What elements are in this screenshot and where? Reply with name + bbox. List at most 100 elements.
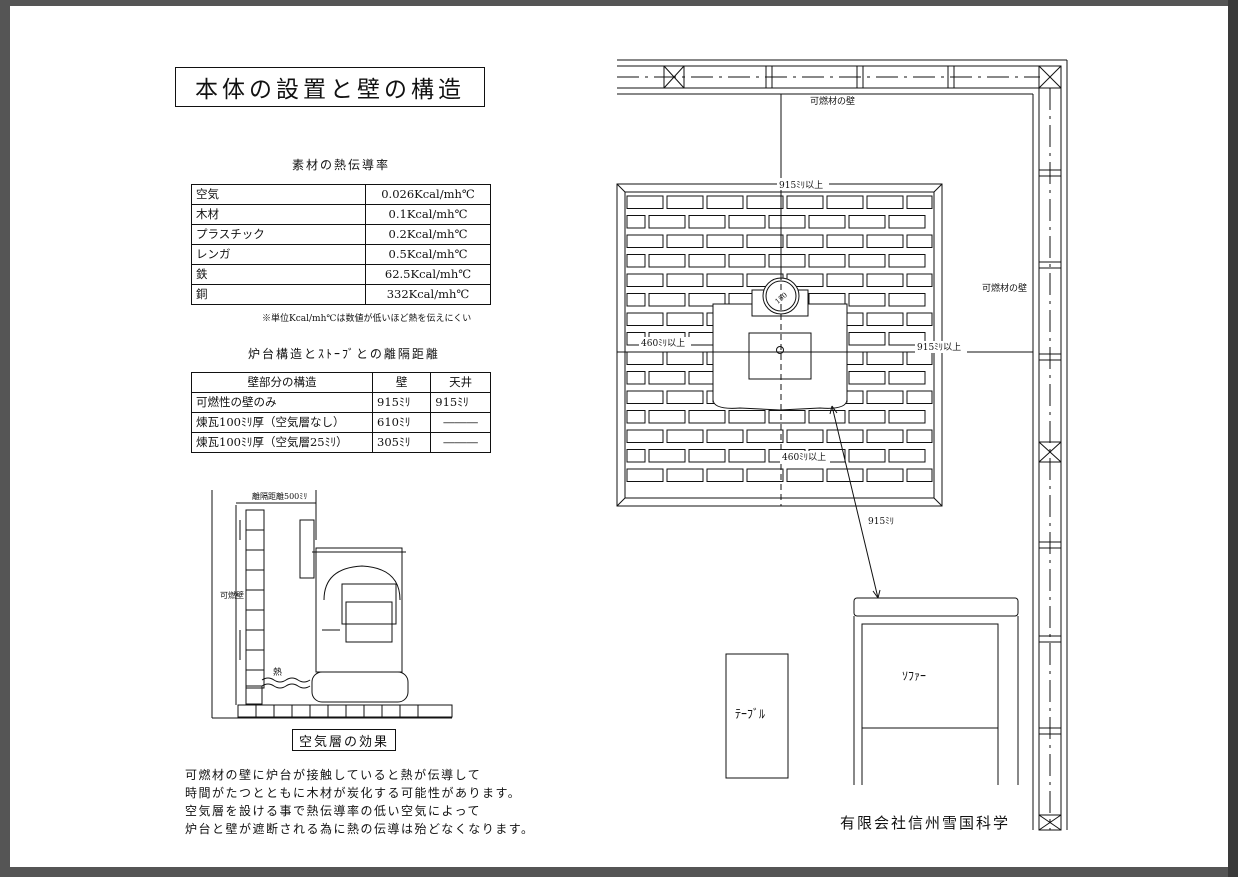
structure-cell: 煉瓦100ﾐﾘ厚（空気層25ﾐﾘ） <box>191 432 373 453</box>
brick <box>888 371 926 385</box>
brick <box>746 468 784 482</box>
brick <box>906 390 933 404</box>
brick <box>688 293 726 307</box>
brick <box>848 410 886 424</box>
brick <box>688 410 726 424</box>
brick <box>626 215 646 229</box>
brick <box>786 195 824 209</box>
paragraph-line: 可燃材の壁に炉台が接触していると熱が伝導して <box>185 768 482 782</box>
brick <box>848 449 886 463</box>
brick <box>626 195 664 209</box>
brick <box>728 254 766 268</box>
brick <box>826 195 864 209</box>
brick <box>826 273 864 287</box>
side-elevation-diagram <box>211 490 453 719</box>
dim-sofa-label: 915ﾐﾘ <box>868 517 894 527</box>
brick <box>888 215 926 229</box>
brick <box>688 449 726 463</box>
paragraph-line: 時間がたつとともに木材が炭化する可能性があります。 <box>185 786 522 800</box>
brick <box>888 410 926 424</box>
brick <box>888 254 926 268</box>
brick <box>648 410 686 424</box>
wall-cell: 610ﾐﾘ <box>371 412 432 433</box>
brick <box>906 195 933 209</box>
brick <box>786 429 824 443</box>
dim-right-label: 915ﾐﾘ以上 <box>917 342 961 353</box>
brick <box>706 429 744 443</box>
coffee-table <box>725 653 789 779</box>
brick <box>808 410 846 424</box>
value-cell: 0.2Kcal/mh℃ <box>365 224 491 245</box>
brick <box>688 254 726 268</box>
table-row: 煉瓦100ﾐﾘ厚（空気層25ﾐﾘ） 305ﾐﾘ ――― <box>191 432 491 453</box>
dim-left-label: 460ﾐﾘ以上 <box>641 338 685 349</box>
value-cell: 332Kcal/mh℃ <box>365 284 491 305</box>
brick <box>848 215 886 229</box>
brick <box>728 410 766 424</box>
brick <box>866 429 904 443</box>
sofa-seat <box>861 623 999 729</box>
structure-cell: 可燃性の壁のみ <box>191 392 373 413</box>
company-name: 有限会社信州雪国科学 <box>840 814 1011 832</box>
table-row: 可燃性の壁のみ 915ﾐﾘ 915ﾐﾘ <box>191 392 491 413</box>
brick <box>706 195 744 209</box>
explanation-paragraph: 可燃材の壁に炉台が接触していると熱が伝導して 時間がたつとともに木材が炭化する可… <box>185 766 535 838</box>
right-wall-label: 可燃材の壁 <box>982 282 1027 294</box>
brick <box>848 371 886 385</box>
brick <box>626 293 646 307</box>
table-row: 煉瓦100ﾐﾘ厚（空気層なし） 610ﾐﾘ ――― <box>191 412 491 433</box>
brick <box>906 429 933 443</box>
heat-label: 熱 <box>273 666 282 678</box>
brick <box>746 195 784 209</box>
brick <box>626 468 664 482</box>
brick <box>706 468 744 482</box>
brick <box>666 429 704 443</box>
brick <box>688 215 726 229</box>
brick <box>666 312 704 326</box>
conductivity-caption: 素材の熱伝導率 <box>292 158 391 172</box>
dim-bottom-label: 460ﾐﾘ以上 <box>782 452 826 463</box>
brick <box>768 215 806 229</box>
conductivity-note: ※単位Kcal/mh℃は数値が低いほど熱を伝えにくい <box>262 314 472 324</box>
brick <box>648 293 686 307</box>
brick <box>888 332 926 346</box>
brick <box>786 234 824 248</box>
brick <box>666 234 704 248</box>
brick <box>906 351 933 365</box>
floor-plan <box>616 59 1068 831</box>
page-edge <box>1228 0 1238 877</box>
brick <box>866 195 904 209</box>
brick <box>906 234 933 248</box>
brick <box>626 273 664 287</box>
distance-label: 離隔距離500ﾐﾘ <box>252 491 307 501</box>
wall-cell: 305ﾐﾘ <box>371 432 432 453</box>
brick <box>746 234 784 248</box>
brick <box>866 312 904 326</box>
page-title: 本体の設置と壁の構造 <box>175 67 485 107</box>
dim-top-label: 915ﾐﾘ以上 <box>779 180 823 191</box>
brick <box>626 254 646 268</box>
brick <box>906 273 933 287</box>
brick <box>768 410 806 424</box>
brick <box>786 468 824 482</box>
brick <box>626 390 664 404</box>
ceiling-cell: ――― <box>430 412 491 433</box>
brick <box>648 449 686 463</box>
brick <box>666 390 704 404</box>
brick <box>826 468 864 482</box>
dim-line-sofa <box>831 405 879 599</box>
table-label: ﾃｰﾌﾞﾙ <box>735 707 765 721</box>
clearance-table: 壁部分の構造 壁 天井 可燃性の壁のみ 915ﾐﾘ 915ﾐﾘ 煉瓦100ﾐﾘ厚… <box>191 372 491 453</box>
brick <box>666 273 704 287</box>
brick <box>666 195 704 209</box>
air-layer-caption: 空気層の効果 <box>292 729 396 751</box>
clearance-caption: 炉台構造とｽﾄｰﾌﾞとの離隔距離 <box>248 347 440 361</box>
brick <box>888 293 926 307</box>
brick <box>888 449 926 463</box>
